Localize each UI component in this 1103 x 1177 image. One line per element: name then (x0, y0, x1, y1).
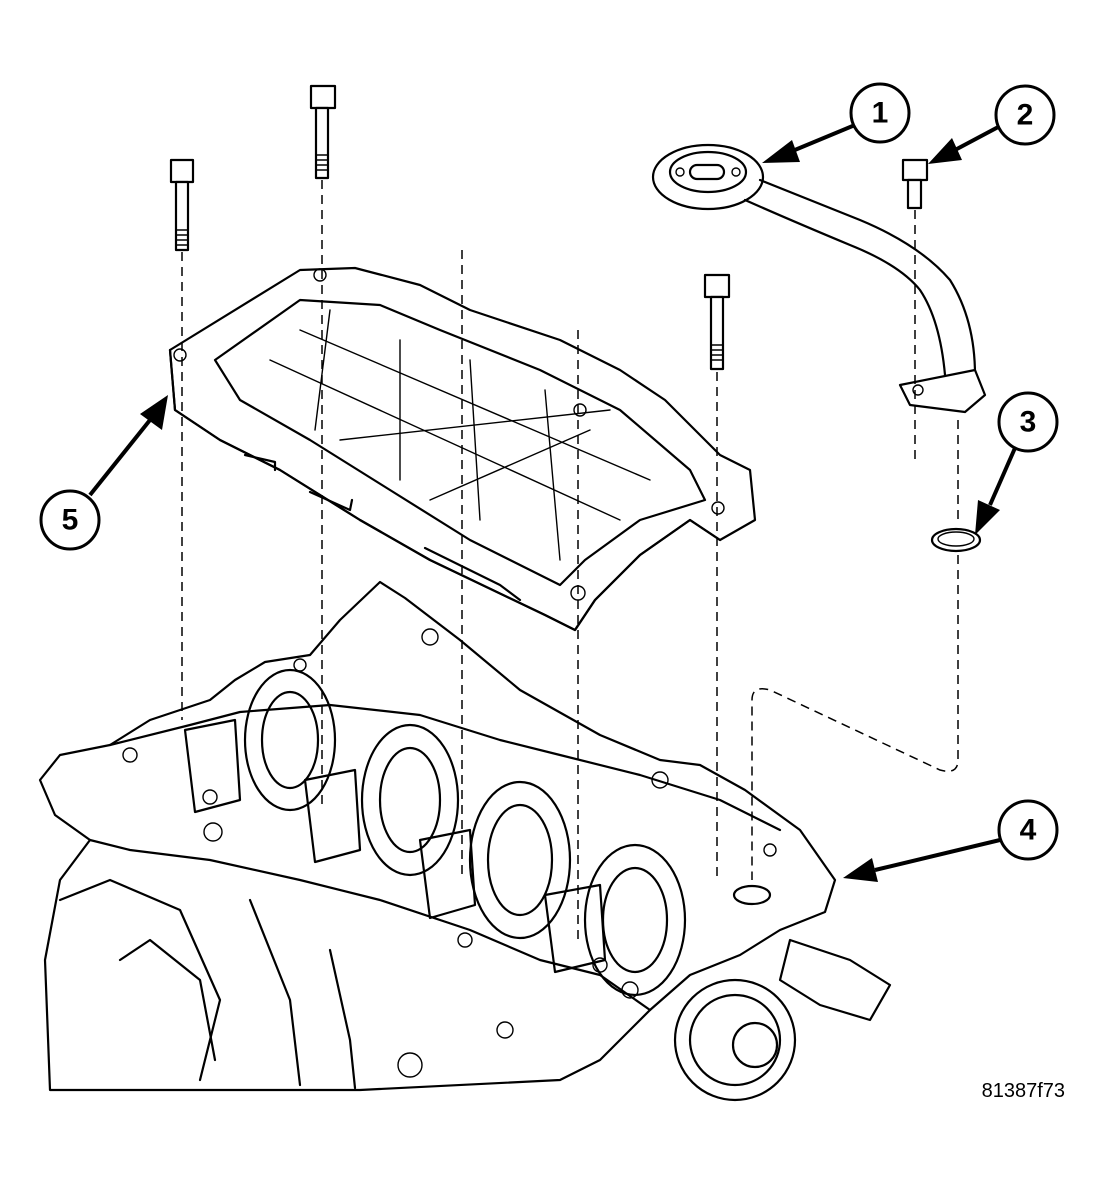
callout-3-label: 3 (1020, 406, 1037, 439)
callout-2-label: 2 (1017, 99, 1034, 132)
callout-5: 5 (39, 395, 168, 551)
callout-4: 4 (843, 799, 1059, 882)
bolt-left (169, 158, 195, 252)
callout-4-label: 4 (1020, 814, 1037, 847)
callout-1: 1 (762, 82, 911, 163)
oil-pickup-tube (651, 143, 987, 414)
o-ring (930, 527, 982, 553)
bolts (169, 84, 929, 371)
bolt-mid (309, 84, 337, 180)
figure-id: 81387f73 (981, 1080, 1065, 1102)
bolt-right (703, 273, 731, 371)
pickup-tube-bolt (901, 158, 929, 210)
engine-block (38, 580, 892, 1102)
callout-1-label: 1 (872, 97, 889, 130)
alignment-lines (181, 180, 959, 940)
callout-5-label: 5 (62, 504, 79, 537)
callout-2: 2 (928, 84, 1056, 164)
callout-3: 3 (975, 391, 1059, 535)
